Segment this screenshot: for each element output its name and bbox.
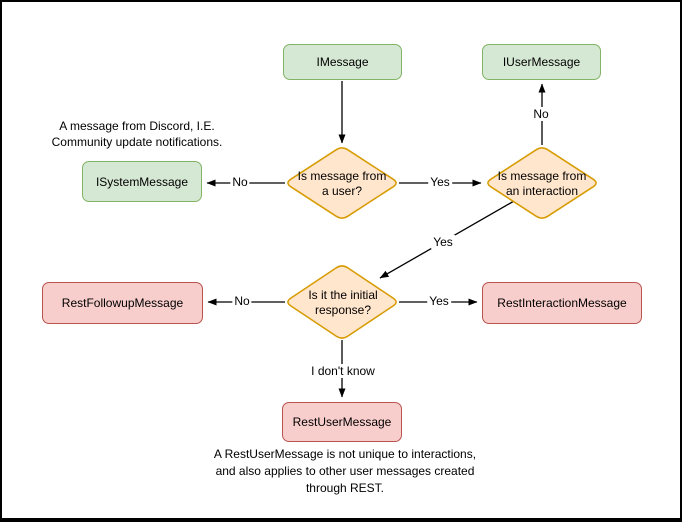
edge-label-no-to-system: No [230, 175, 250, 189]
annotation-restusermessage: A RestUserMessage is not unique to inter… [213, 447, 477, 495]
edge-label-no-to-usermessage: No [531, 107, 551, 121]
edge-label-yes-to-interactionmessage: Yes [427, 294, 451, 308]
decision-is-message-from-interaction [487, 147, 597, 219]
decision-is-message-from-user [287, 147, 397, 219]
node-restusermessage-label: RestUserMessage [292, 415, 392, 429]
node-restfollowupmessage: RestFollowupMessage [42, 282, 203, 324]
node-imessage: IMessage [283, 44, 402, 80]
node-restusermessage: RestUserMessage [282, 402, 402, 442]
edge-label-dont-know: I don't know [309, 364, 377, 378]
node-restinteractionmessage: RestInteractionMessage [482, 282, 642, 324]
edge-label-no-to-followup: No [232, 294, 252, 308]
decision-label-is-from-user: Is message from a user? [297, 169, 387, 198]
edge-label-yes-to-initial: Yes [431, 235, 455, 249]
decision-is-initial-response [287, 265, 397, 339]
node-restfollowupmessage-label: RestFollowupMessage [61, 296, 184, 310]
annotation-system-message: A message from Discord, I.E. Community u… [51, 119, 223, 149]
node-iusermessage: IUserMessage [482, 44, 601, 80]
node-imessage-label: IMessage [316, 55, 369, 69]
node-isystemmessage-label: ISystemMessage [95, 174, 189, 189]
decision-label-is-from-interaction: Is message from an interaction [497, 169, 587, 198]
decision-label-is-initial-response: Is it the initial response? [308, 288, 378, 317]
edge-label-yes-to-interaction: Yes [428, 175, 452, 189]
node-iusermessage-label: IUserMessage [502, 55, 581, 69]
node-restinteractionmessage-label: RestInteractionMessage [497, 296, 627, 310]
node-isystemmessage: ISystemMessage [82, 161, 202, 202]
